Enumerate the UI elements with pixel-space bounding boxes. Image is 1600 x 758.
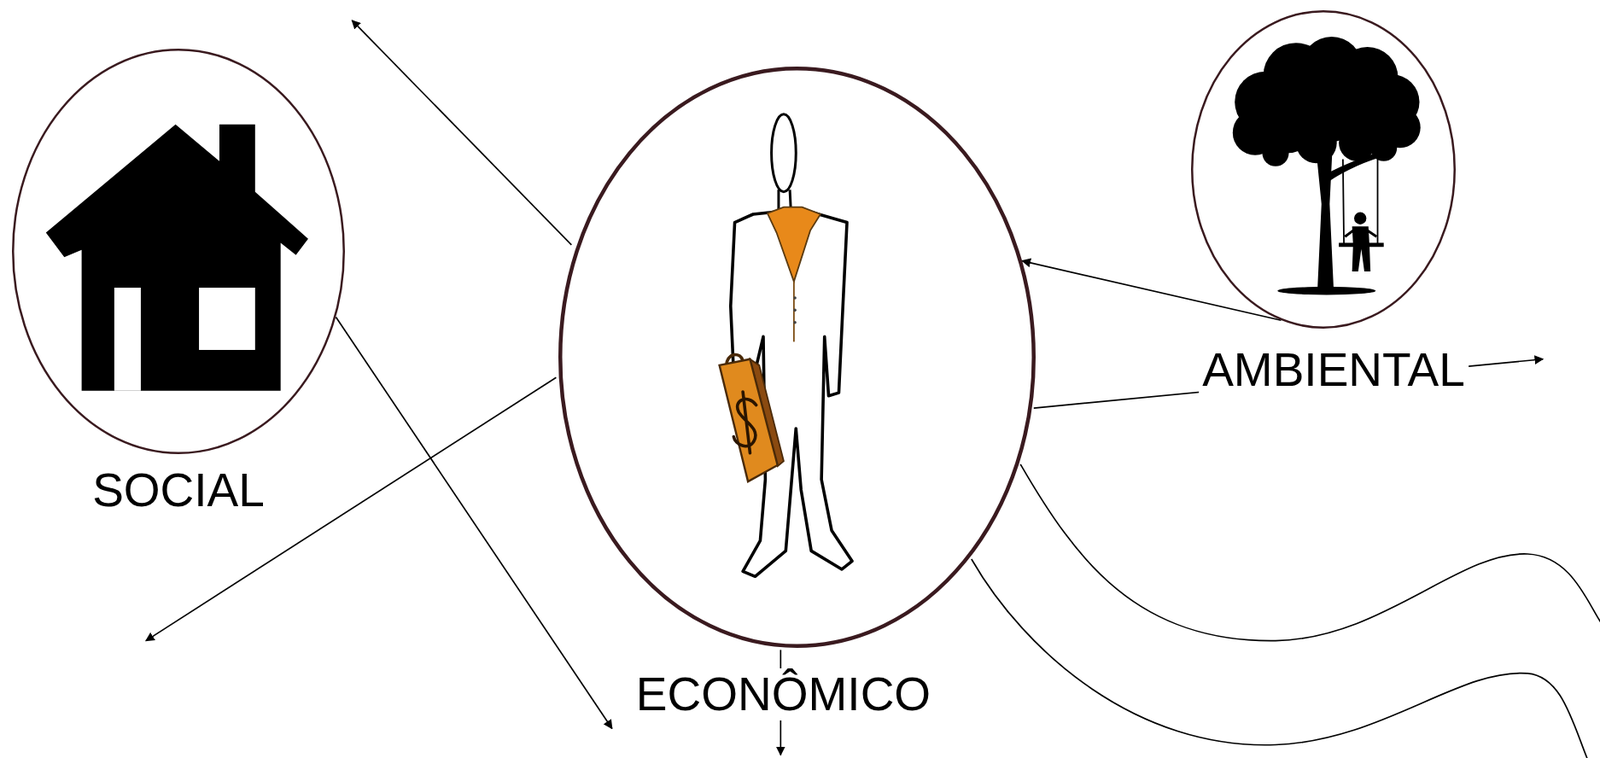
dollar-symbol: [733, 391, 756, 454]
child-body: [1352, 226, 1372, 272]
circle-border: [1191, 11, 1455, 328]
loose-arrows: [145, 20, 1600, 758]
node-label: ECONÔMICO: [632, 668, 935, 721]
tree-trunk: [1315, 142, 1335, 291]
tree-ground: [1277, 286, 1376, 296]
wave-line: [1020, 464, 1600, 642]
connector-arrow: [1021, 261, 1281, 322]
node-outline: [11, 48, 345, 455]
child-head: [1354, 212, 1367, 225]
briefcase: [719, 354, 784, 482]
house-shape: [46, 124, 309, 392]
house-door: [114, 287, 141, 392]
node-outline: [558, 66, 1036, 649]
loose-arrow: [351, 20, 572, 246]
figure-button: [793, 321, 797, 325]
ellipse-node: SOCIAL: [11, 48, 345, 455]
tree-canopy: [1261, 140, 1289, 167]
circle-border: [12, 49, 345, 454]
wave-line: [971, 559, 1589, 758]
briefcase-face: [719, 359, 778, 482]
house-window: [198, 287, 256, 351]
figure-button: [793, 296, 797, 300]
figure-head: [771, 114, 797, 193]
figure-shirt-line: [793, 281, 795, 343]
tree-branch: [1326, 151, 1384, 182]
businessman-figure: [719, 114, 853, 577]
child-arms: [1344, 230, 1377, 237]
node-outline: [1191, 10, 1456, 329]
ellipse-node: AMBIENTAL: [1191, 10, 1456, 329]
figure-button: [793, 309, 797, 313]
node-label: AMBIENTAL: [1198, 344, 1469, 397]
figure-lapel: [767, 207, 821, 282]
connector-arrow: [335, 316, 612, 729]
tree-icon: [1232, 36, 1421, 295]
house-icon: [46, 124, 309, 392]
ellipse-node: ECONÔMICO: [558, 66, 1036, 649]
node-label: SOCIAL: [88, 464, 269, 517]
circle-border: [560, 68, 1034, 647]
